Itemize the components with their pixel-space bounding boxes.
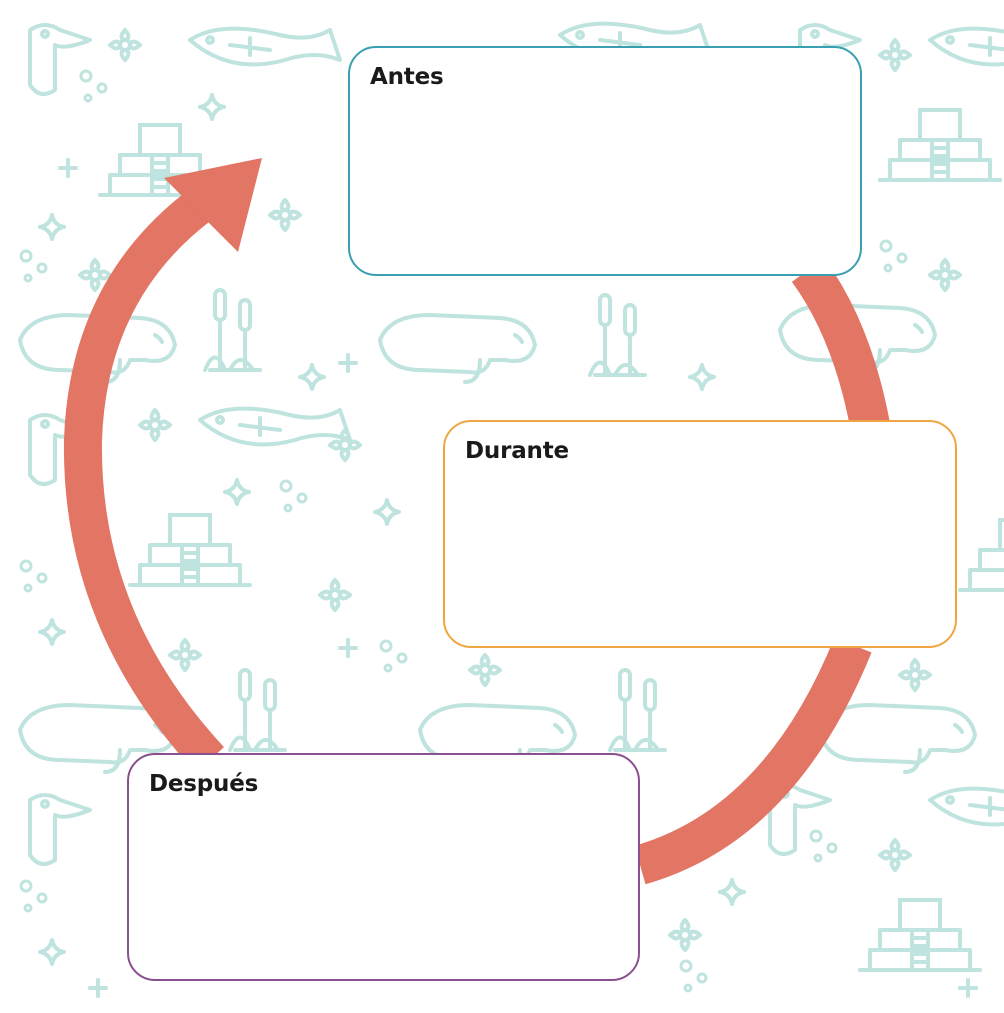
stage-box-despues[interactable]: Después	[127, 753, 640, 981]
stage-label-despues: Después	[149, 771, 259, 797]
cycle-arrow-left-arc	[63, 189, 224, 773]
cycle-arrow-right-lower-arc	[634, 637, 872, 885]
stage-box-durante[interactable]: Durante	[443, 420, 957, 648]
cycle-arrow-right-upper-arc	[791, 258, 890, 429]
stage-label-antes: Antes	[370, 64, 444, 90]
stage-box-antes[interactable]: Antes	[348, 46, 862, 276]
cycle-arrow-head	[164, 158, 262, 252]
stage-label-durante: Durante	[465, 438, 569, 464]
